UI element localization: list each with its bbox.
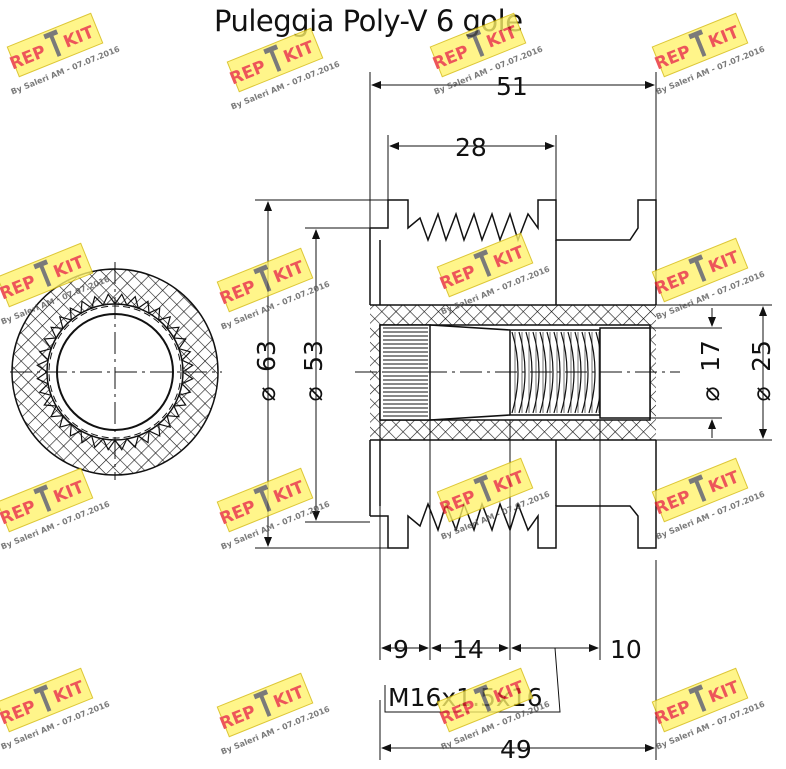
dim-outer-diameter-symbol: ⌀	[252, 386, 281, 401]
wrench-icon	[253, 689, 272, 717]
wrench-icon	[473, 249, 492, 277]
wrench-icon	[473, 684, 492, 712]
dim-bore-large-symbol: ⌀	[747, 386, 776, 401]
wrench-icon	[466, 29, 485, 57]
wrench-icon	[688, 254, 707, 282]
end-view	[10, 262, 222, 480]
wrench-icon	[253, 264, 272, 292]
dim-groove-width: 28	[455, 133, 487, 162]
wrench-icon	[688, 684, 707, 712]
dim-overall-length: 51	[496, 72, 528, 101]
wrench-icon	[33, 259, 52, 287]
wrench-icon	[33, 684, 52, 712]
dim-seg-bore: 10	[610, 635, 642, 664]
dim-body-length: 49	[500, 735, 532, 764]
wrench-icon	[33, 484, 52, 512]
dimension-lines	[255, 72, 772, 760]
dim-groove-diameter: 53	[299, 340, 328, 372]
section-view	[355, 199, 680, 549]
dim-bore-small: 17	[696, 340, 725, 372]
dim-bore-large: 25	[747, 340, 776, 372]
wrench-icon	[263, 44, 282, 72]
wrench-icon	[473, 474, 492, 502]
wrench-icon	[688, 474, 707, 502]
dim-bore-small-symbol: ⌀	[696, 386, 725, 401]
dim-outer-diameter: 63	[252, 340, 281, 372]
wrench-icon	[688, 29, 707, 57]
dim-seg-spline: 9	[393, 635, 409, 664]
wrench-icon	[43, 29, 62, 57]
dim-seg-thread: 14	[452, 635, 484, 664]
dim-groove-diameter-symbol: ⌀	[299, 386, 328, 401]
wrench-icon	[253, 484, 272, 512]
